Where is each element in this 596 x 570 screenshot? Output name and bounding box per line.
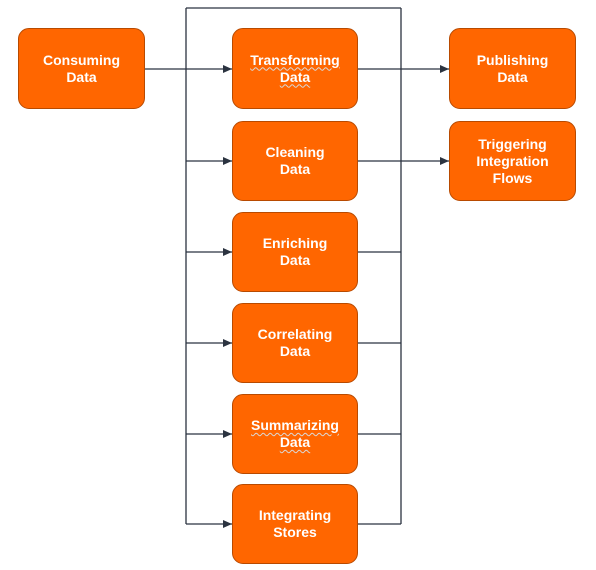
node-triggering-integration-flows: Triggering Integration Flows xyxy=(449,121,576,201)
node-transforming-data-label: Transforming Data xyxy=(250,51,340,85)
node-summarizing-data: Summarizing Data xyxy=(232,394,358,474)
node-correlating-data: Correlating Data xyxy=(232,303,358,383)
node-integrating-stores: Integrating Stores xyxy=(232,484,358,564)
node-publishing-data-label: Publishing Data xyxy=(476,51,549,85)
node-transforming-data: Transforming Data xyxy=(232,28,358,109)
node-triggering-integration-flows-label: Triggering Integration Flows xyxy=(476,135,549,186)
node-summarizing-data-label: Summarizing Data xyxy=(251,417,339,450)
node-cleaning-data-label: Cleaning Data xyxy=(265,144,325,177)
node-cleaning-data: Cleaning Data xyxy=(232,121,358,201)
node-enriching-data: Enriching Data xyxy=(232,212,358,292)
node-consuming-data-label: Consuming Data xyxy=(43,51,120,85)
node-consuming-data: Consuming Data xyxy=(18,28,145,109)
node-enriching-data-label: Enriching Data xyxy=(262,235,328,268)
node-correlating-data-label: Correlating Data xyxy=(257,326,333,359)
node-publishing-data: Publishing Data xyxy=(449,28,576,109)
node-integrating-stores-label: Integrating Stores xyxy=(258,507,332,540)
